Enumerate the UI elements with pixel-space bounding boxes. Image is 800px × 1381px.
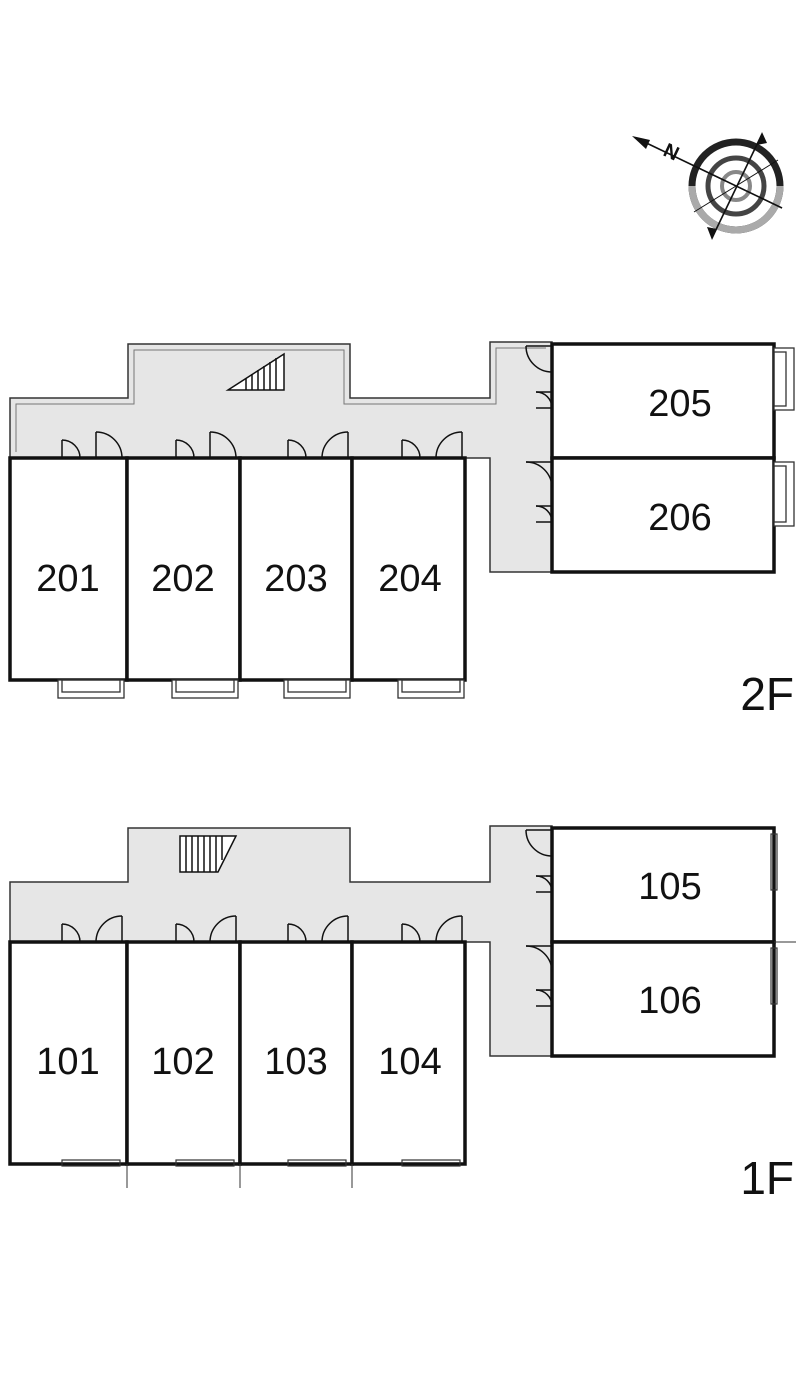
door-icon — [535, 989, 553, 1007]
unit-number: 201 — [36, 558, 99, 600]
door-icon — [209, 915, 237, 943]
door-icon — [435, 915, 463, 943]
corridor-2f-inner-edge — [15, 347, 546, 452]
balcony-202 — [171, 679, 239, 699]
unit-104 — [350, 940, 467, 1166]
unit-number: 203 — [264, 558, 327, 600]
compass-north-label: N — [660, 139, 682, 165]
door-icon — [401, 439, 421, 459]
balconies-2f — [57, 347, 795, 699]
door-icon — [175, 439, 195, 459]
unit-number: 204 — [378, 558, 441, 600]
compass-north-arrow-icon — [632, 136, 650, 149]
door-icon — [61, 439, 81, 459]
door-icon — [535, 505, 553, 523]
compass-arrow-icon — [707, 227, 717, 240]
balcony-206 — [773, 461, 795, 527]
wall-extension-lines — [126, 941, 796, 1188]
door-icon — [95, 431, 123, 459]
door-icon — [209, 431, 237, 459]
doors-2f — [61, 345, 553, 523]
floor-2f: 201 202 203 204 205 206 2F — [8, 341, 795, 720]
floor-1f: 101 102 103 104 105 106 1F — [8, 825, 796, 1204]
unit-202 — [125, 456, 242, 682]
compass-arrow-icon — [757, 132, 767, 145]
compass-mid-ring — [705, 155, 767, 217]
unit-number: 101 — [36, 1041, 99, 1083]
floor-label: 1F — [740, 1152, 794, 1204]
door-icon — [535, 875, 553, 893]
door-icon — [321, 431, 349, 459]
compass-outer-ring-light — [688, 185, 784, 234]
door-icon — [525, 461, 553, 489]
unit-number: 103 — [264, 1041, 327, 1083]
unit-number: 104 — [378, 1041, 441, 1083]
door-icon — [525, 945, 553, 973]
unit-101 — [8, 940, 129, 1166]
unit-106 — [550, 940, 776, 1058]
door-icon — [321, 915, 349, 943]
balcony-205 — [773, 347, 795, 411]
unit-102 — [125, 940, 242, 1166]
door-icon — [287, 923, 307, 943]
doors-1f — [61, 829, 553, 1007]
windows-1f — [61, 833, 778, 1167]
door-icon — [525, 829, 553, 857]
unit-103 — [238, 940, 354, 1166]
staircase-icon — [225, 352, 285, 391]
unit-number: 205 — [648, 383, 711, 425]
balcony-204 — [397, 679, 465, 699]
unit-206 — [550, 456, 776, 574]
unit-number: 102 — [151, 1041, 214, 1083]
compass-diag-2 — [693, 159, 779, 213]
compass-inner-ring — [720, 170, 752, 202]
unit-number: 206 — [648, 497, 711, 539]
door-icon — [95, 915, 123, 943]
door-icon — [435, 431, 463, 459]
compass-rose: N — [632, 132, 784, 240]
balcony-203 — [283, 679, 351, 699]
door-icon — [525, 345, 553, 373]
door-icon — [61, 923, 81, 943]
door-icon — [175, 923, 195, 943]
door-icon — [535, 391, 553, 409]
door-icon — [401, 923, 421, 943]
unit-203 — [238, 456, 354, 682]
unit-number: 105 — [638, 866, 701, 908]
floor-label: 2F — [740, 668, 794, 720]
door-icon — [287, 439, 307, 459]
balcony-201 — [57, 679, 125, 699]
unit-number: 202 — [151, 558, 214, 600]
unit-105 — [550, 826, 776, 944]
unit-number: 106 — [638, 980, 701, 1022]
staircase-icon — [179, 835, 238, 873]
